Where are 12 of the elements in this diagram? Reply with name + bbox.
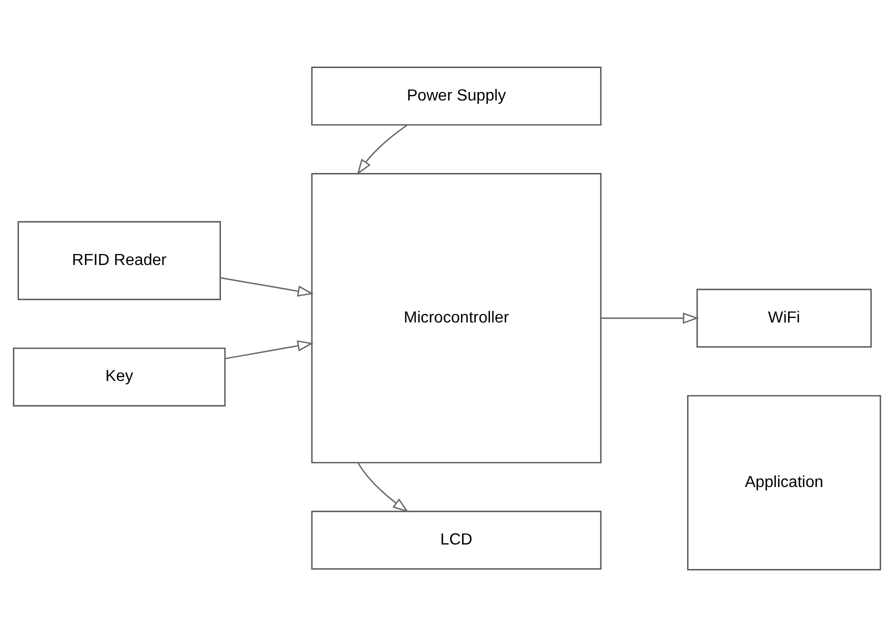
arrow (220, 277, 314, 297)
node-box: WiFi (696, 288, 872, 348)
arrow (224, 340, 314, 360)
node-box: Application (687, 395, 882, 570)
node-box: Microcontroller (311, 173, 602, 464)
node-box: RFID Reader (18, 221, 221, 300)
arrow (601, 312, 699, 324)
arrow (357, 462, 409, 512)
node-box: Key (12, 348, 226, 406)
node-box: LCD (311, 510, 602, 570)
node-box: Power Supply (311, 66, 602, 126)
arrow (356, 124, 408, 175)
